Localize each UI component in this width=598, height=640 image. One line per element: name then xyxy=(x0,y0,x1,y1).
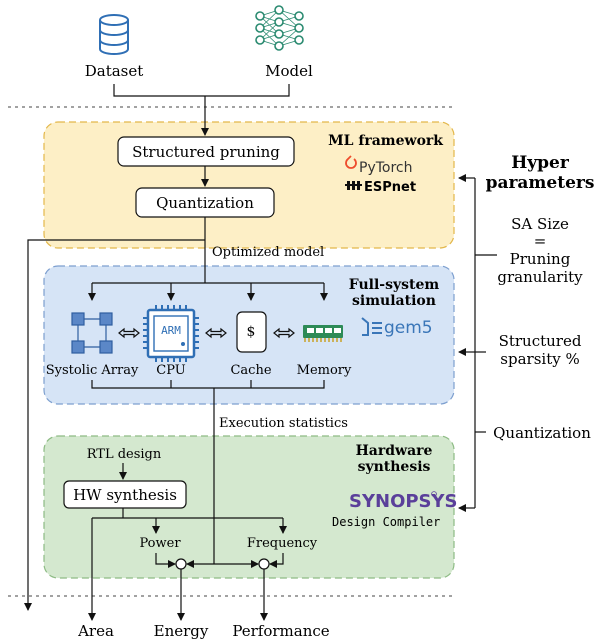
input-merge-line xyxy=(113,84,290,97)
cpu-label: CPU xyxy=(156,363,185,378)
quantization-label: Quantization xyxy=(156,194,254,212)
hw-synthesis-box[interactable] xyxy=(63,480,187,509)
cache-icon xyxy=(236,311,267,353)
performance-combiner xyxy=(258,558,270,570)
model-label: Model xyxy=(265,62,313,80)
hardware-panel xyxy=(43,435,455,579)
svg-text:gem5: gem5 xyxy=(384,318,433,338)
model-bypass-arrow xyxy=(24,239,205,611)
energy-label: Energy xyxy=(154,622,209,640)
fullsystem-title-2: simulation xyxy=(352,293,436,309)
espnet-logo: ESPnet xyxy=(345,180,416,195)
pytorch-logo: PyTorch xyxy=(345,155,412,176)
svg-text:ARM: ARM xyxy=(161,324,181,337)
structured-pruning-box[interactable] xyxy=(117,136,295,167)
fullsystem-title-1: Full-system xyxy=(349,277,440,293)
ml-framework-title: ML framework xyxy=(328,133,443,149)
hyper-title-1: Hyper xyxy=(511,153,570,173)
gem5-logo: gem5 xyxy=(361,317,433,338)
statistics-collect-ticks xyxy=(170,380,252,388)
synopsys-logo: SYNOPSYS xyxy=(349,491,458,512)
cache-dollar-icon: $ xyxy=(247,324,256,340)
svg-text:PyTorch: PyTorch xyxy=(359,160,412,176)
synopsys-mark-icon xyxy=(431,491,437,497)
hyper-quantization-label: Quantization xyxy=(493,424,591,442)
hyper-title-2: parameters xyxy=(486,173,595,193)
sa-size-label: SA Size xyxy=(511,215,569,233)
hardware-title-2: synthesis xyxy=(358,459,431,475)
cache-label: Cache xyxy=(230,363,271,378)
execution-statistics-label: Execution statistics xyxy=(219,416,348,431)
frequency-label: Frequency xyxy=(247,536,318,551)
sa-equals-label: = xyxy=(534,232,547,250)
rtl-design-label: RTL design xyxy=(87,447,162,462)
hardware-title-1: Hardware xyxy=(356,443,433,459)
power-to-energy xyxy=(155,553,176,568)
memory-label: Memory xyxy=(297,363,352,378)
hw-synthesis-label: HW synthesis xyxy=(73,486,177,504)
memory-module-icon xyxy=(303,325,343,342)
performance-label: Performance xyxy=(232,622,329,640)
bidirectional-arrow-icon xyxy=(273,327,295,339)
systolic-array-label: Systolic Array xyxy=(46,363,139,378)
statistics-collect-line xyxy=(91,380,325,389)
gem5-icon xyxy=(361,317,382,336)
dataset-label: Dataset xyxy=(85,62,144,80)
structured-sparsity-1: Structured xyxy=(499,332,582,350)
bidirectional-arrow-icon xyxy=(205,327,227,339)
systolic-array-icon xyxy=(71,312,113,354)
pruning-granularity-1: Pruning xyxy=(510,250,571,268)
cpu-chip-icon: ARM xyxy=(143,305,199,362)
neural-network-icon xyxy=(255,5,304,51)
area-label: Area xyxy=(77,622,114,640)
svg-text:ESPnet: ESPnet xyxy=(364,180,416,195)
structured-sparsity-2: sparsity % xyxy=(500,350,579,368)
optimized-model-label: Optimized model xyxy=(212,245,324,260)
pruning-granularity-2: granularity xyxy=(497,268,583,286)
power-label: Power xyxy=(139,536,181,551)
espnet-icon xyxy=(345,181,362,190)
database-icon xyxy=(99,14,129,55)
energy-combiner xyxy=(175,558,187,570)
svg-text:SYNOPSYS: SYNOPSYS xyxy=(349,491,458,512)
frequency-to-performance xyxy=(269,553,284,568)
bidirectional-arrow-icon xyxy=(118,327,140,339)
structured-pruning-label: Structured pruning xyxy=(132,143,280,161)
pytorch-flame-icon xyxy=(345,155,357,169)
design-compiler-label: Design Compiler xyxy=(332,515,440,529)
